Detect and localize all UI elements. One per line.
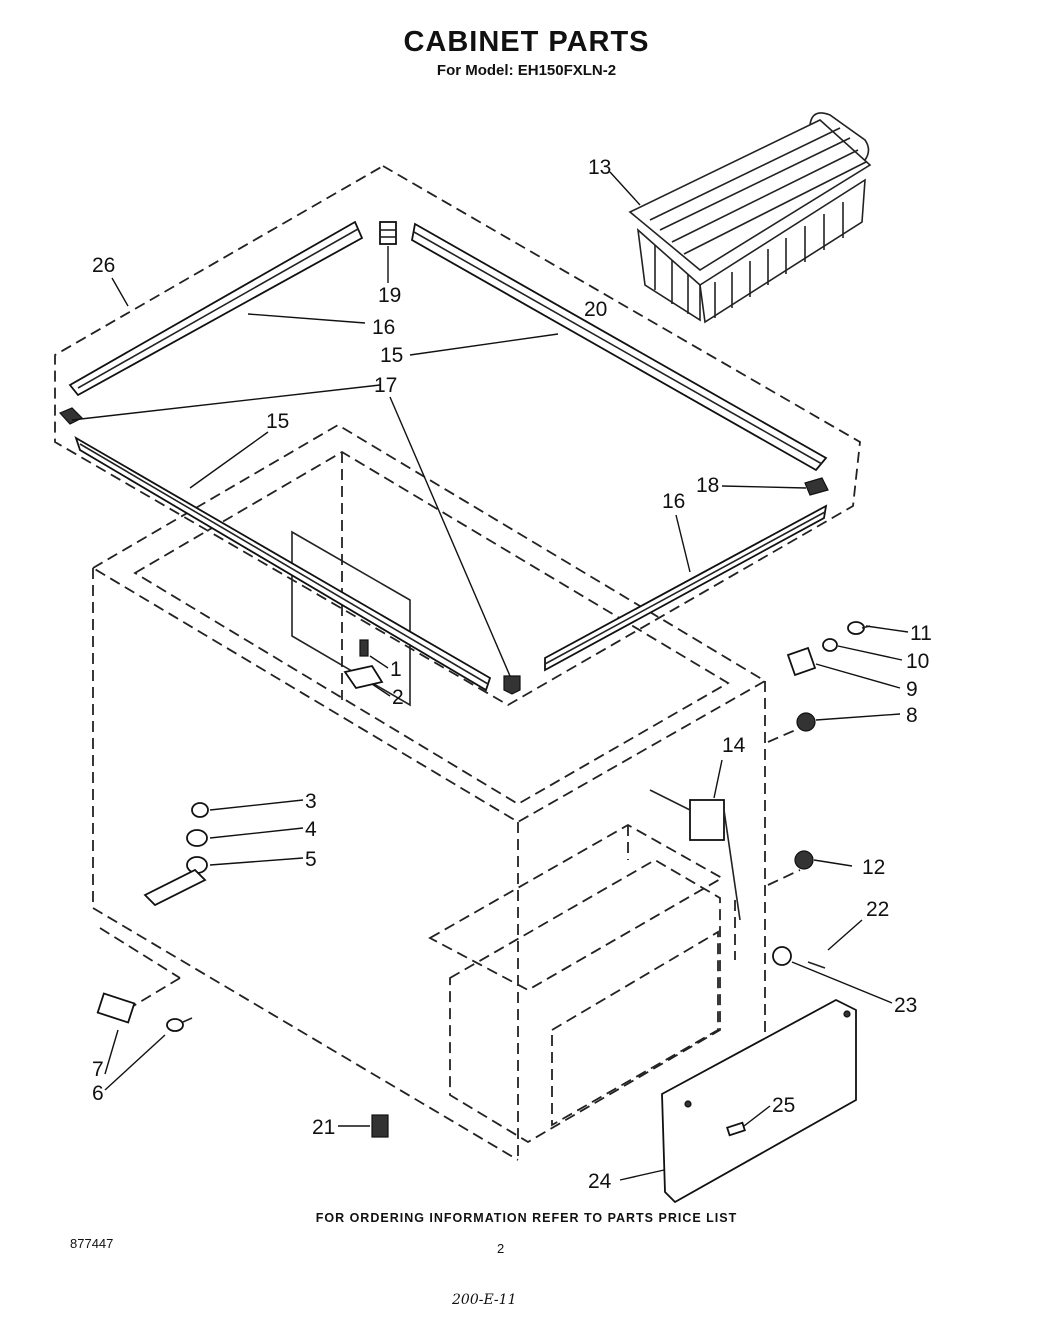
callout-5: 5 [305, 848, 317, 871]
hole-cover-2 [843, 1010, 851, 1018]
document-number: 877447 [70, 1236, 114, 1251]
callout-2: 2 [392, 686, 404, 709]
liner-plate [291, 530, 411, 707]
washer-10 [822, 638, 838, 652]
callout-7: 7 [92, 1058, 104, 1081]
screw-25 [726, 1121, 746, 1137]
hinge-part-19 [379, 221, 397, 245]
callout-19: 19 [378, 284, 401, 307]
model-subtitle: For Model: EH150FXLN-2 [436, 62, 617, 79]
callout-21: 21 [312, 1116, 335, 1139]
callout-3: 3 [305, 790, 317, 813]
washer-4 [186, 829, 208, 847]
callout-22: 22 [866, 898, 889, 921]
leader-lines [71, 171, 909, 1181]
clip-17-left [58, 407, 84, 425]
nut-12 [794, 850, 814, 870]
thermostat-14 [649, 789, 741, 921]
callout-12: 12 [862, 856, 885, 879]
ordering-note: FOR ORDERING INFORMATION REFER TO PARTS … [315, 1211, 738, 1225]
callout-4: 4 [305, 818, 317, 841]
lid-hinge-9 [786, 646, 817, 677]
callout-6: 6 [92, 1082, 104, 1105]
callout-20: 20 [584, 298, 607, 321]
handwritten-note: 200-E-11 [452, 1292, 517, 1308]
callout-8: 8 [906, 704, 918, 727]
callout-16-front: 16 [662, 490, 685, 513]
screw-22 [807, 961, 826, 969]
grommet-3 [191, 802, 209, 818]
screw-6 [166, 1017, 193, 1032]
callout-15-front: 15 [266, 410, 289, 433]
clip-17-front [503, 675, 521, 695]
clip-18 [804, 477, 829, 496]
callout-25: 25 [772, 1094, 795, 1117]
nut-8 [796, 712, 816, 732]
plug-7 [96, 992, 136, 1024]
cabinet-body-outline [91, 423, 801, 1161]
trim-strip-front-left [74, 436, 492, 692]
drain-tube [143, 868, 207, 907]
wire-basket [628, 112, 872, 324]
callout-15-rear: 15 [380, 344, 403, 367]
page-title: CABINET PARTS [403, 26, 650, 58]
callout-1: 1 [390, 658, 402, 681]
grommet-23 [772, 946, 792, 966]
callout-17: 17 [374, 374, 397, 397]
trim-strip-front-right [544, 504, 828, 672]
page-number: 2 [497, 1241, 505, 1256]
callout-23: 23 [894, 994, 917, 1017]
callout-9: 9 [906, 678, 918, 701]
callout-18: 18 [696, 474, 719, 497]
callout-26: 26 [92, 254, 115, 277]
connector-21 [371, 1114, 389, 1138]
ring-5 [186, 856, 208, 874]
screw-1 [359, 639, 369, 657]
callout-24: 24 [588, 1170, 612, 1193]
callout-11: 11 [910, 622, 932, 645]
callout-14: 14 [722, 734, 746, 757]
trim-strip-left-rear [68, 220, 364, 397]
callout-10: 10 [906, 650, 929, 673]
access-cover-24 [661, 998, 857, 1204]
screw-11 [847, 621, 871, 635]
trim-strip-right-rear [410, 222, 828, 472]
callout-16-rear: 16 [372, 316, 395, 339]
lid-frame-outline [54, 164, 861, 707]
bracket-2 [343, 664, 384, 690]
callout-13: 13 [588, 156, 611, 179]
hole-cover [684, 1100, 692, 1108]
